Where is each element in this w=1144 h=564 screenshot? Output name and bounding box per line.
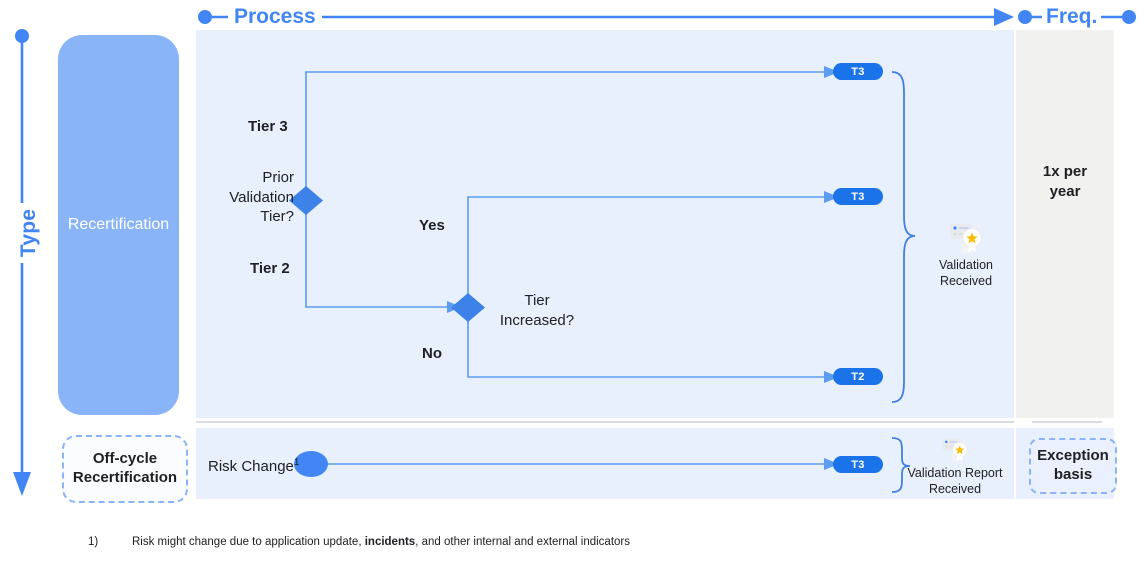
result-main-line2: Received — [939, 273, 993, 288]
branch-label-no: No — [422, 345, 442, 362]
decision-label-tier-increased: Tier Increased? — [482, 291, 592, 330]
type-block-recertification[interactable]: Recertification — [58, 35, 179, 415]
result-validation-report-received-label: Validation Report Received — [898, 466, 1012, 497]
freq-main-line2: year — [1049, 183, 1081, 201]
arrowhead-t2-bottom — [824, 371, 839, 383]
result-validation-received-label: Validation Received — [920, 258, 1012, 289]
type-block-offcycle-label: Off-cycle Recertification — [73, 450, 177, 488]
process-axis-start-dot — [198, 10, 212, 24]
footnote-text-before: Risk might change due to application upd… — [132, 536, 365, 548]
type-block-offcycle-recertification[interactable]: Off-cycle Recertification — [62, 435, 188, 503]
footnote: 1) Risk might change due to application u… — [88, 536, 988, 548]
arrowhead-tier3-top — [824, 66, 839, 78]
prior-tier-line1: Prior — [262, 169, 294, 186]
award-certificate-icon — [942, 438, 968, 462]
prior-tier-line2: Validation — [229, 188, 294, 206]
award-certificate-icon — [950, 224, 983, 253]
branch-label-tier-2: Tier 2 — [250, 260, 290, 277]
freq-main-line1: 1x per — [1042, 163, 1088, 180]
process-axis: Process — [196, 2, 1016, 32]
footnote-marker: 1) — [88, 536, 99, 548]
result-validation-report-received: Validation Report Received — [898, 434, 1012, 497]
frequency-lane-recertification — [1016, 30, 1114, 418]
result-validation-received: Validation Received — [920, 218, 1012, 289]
frequency-value-offcycle[interactable]: Exception basis — [1029, 438, 1117, 494]
connector-yes-branch — [467, 196, 830, 300]
frequency-axis: Freq. — [1016, 2, 1144, 32]
outcome-brace-offcycle — [891, 437, 911, 493]
outcome-badge-t3-mid[interactable]: T3 — [833, 188, 883, 205]
frequency-axis-end-dot — [1122, 10, 1136, 24]
flowchart-connectors-offcycle — [196, 428, 1014, 500]
offcycle-label-line2: Recertification — [72, 469, 178, 486]
type-axis: Type — [8, 28, 48, 498]
process-lane-recertification — [196, 30, 1014, 418]
result-offcycle-line1: Validation Report — [907, 466, 1003, 480]
freq-offcycle-line2: basis — [1053, 466, 1093, 483]
start-node-risk-change[interactable] — [294, 451, 328, 477]
outcome-badge-t2-bottom[interactable]: T2 — [833, 368, 883, 385]
footnote-text: Risk might change due to application upd… — [132, 536, 630, 548]
risk-change-footnote-marker: 1 — [293, 457, 300, 468]
branch-label-yes: Yes — [419, 217, 445, 234]
outcome-badge-t3-top[interactable]: T3 — [833, 63, 883, 80]
tier-increased-line2: Increased? — [499, 311, 575, 329]
process-axis-label: Process — [228, 5, 322, 29]
risk-change-text: Risk Change — [208, 458, 294, 475]
outcome-badge-t3-offcycle[interactable]: T3 — [833, 456, 883, 473]
type-axis-start-dot — [15, 29, 29, 43]
decision-diamond-prior-validation-tier[interactable] — [289, 186, 323, 215]
result-main-line1: Validation — [939, 258, 993, 272]
frequency-offcycle-label: Exception basis — [1037, 447, 1109, 485]
type-axis-arrowhead — [13, 472, 31, 496]
flowchart-connectors-main — [196, 30, 1014, 420]
outcome-brace-main — [891, 71, 916, 403]
result-offcycle-line2: Received — [928, 481, 982, 496]
branch-label-tier-3: Tier 3 — [248, 118, 288, 135]
connector-tier3-branch — [305, 71, 830, 193]
connector-no-branch — [467, 315, 830, 378]
freq-offcycle-line1: Exception — [1037, 447, 1109, 465]
offcycle-label-line1: Off-cycle — [92, 450, 158, 468]
type-axis-label: Type — [14, 203, 44, 263]
arrowhead-tier3-mid — [824, 191, 839, 203]
lane-divider-frequency — [1032, 421, 1102, 423]
prior-tier-line3: Tier? — [260, 208, 294, 225]
tier-increased-line1: Tier — [524, 292, 550, 309]
lane-divider-process — [196, 421, 1014, 423]
frequency-axis-start-dot — [1018, 10, 1032, 24]
frequency-value-main: 1x per year — [1016, 162, 1114, 203]
process-axis-arrowhead — [994, 8, 1014, 26]
start-label-risk-change: Risk Change1 — [208, 456, 299, 477]
footnote-text-after: , and other internal and external indica… — [415, 536, 631, 548]
footnote-text-bold: incidents — [364, 536, 416, 548]
frequency-axis-label: Freq. — [1042, 5, 1102, 29]
type-block-recertification-label: Recertification — [67, 216, 170, 233]
decision-label-prior-validation-tier: Prior Validation Tier? — [212, 168, 294, 227]
connector-tier2-branch — [305, 208, 458, 308]
arrowhead-offcycle-t3 — [824, 458, 839, 470]
decision-diamond-tier-increased[interactable] — [451, 293, 485, 322]
